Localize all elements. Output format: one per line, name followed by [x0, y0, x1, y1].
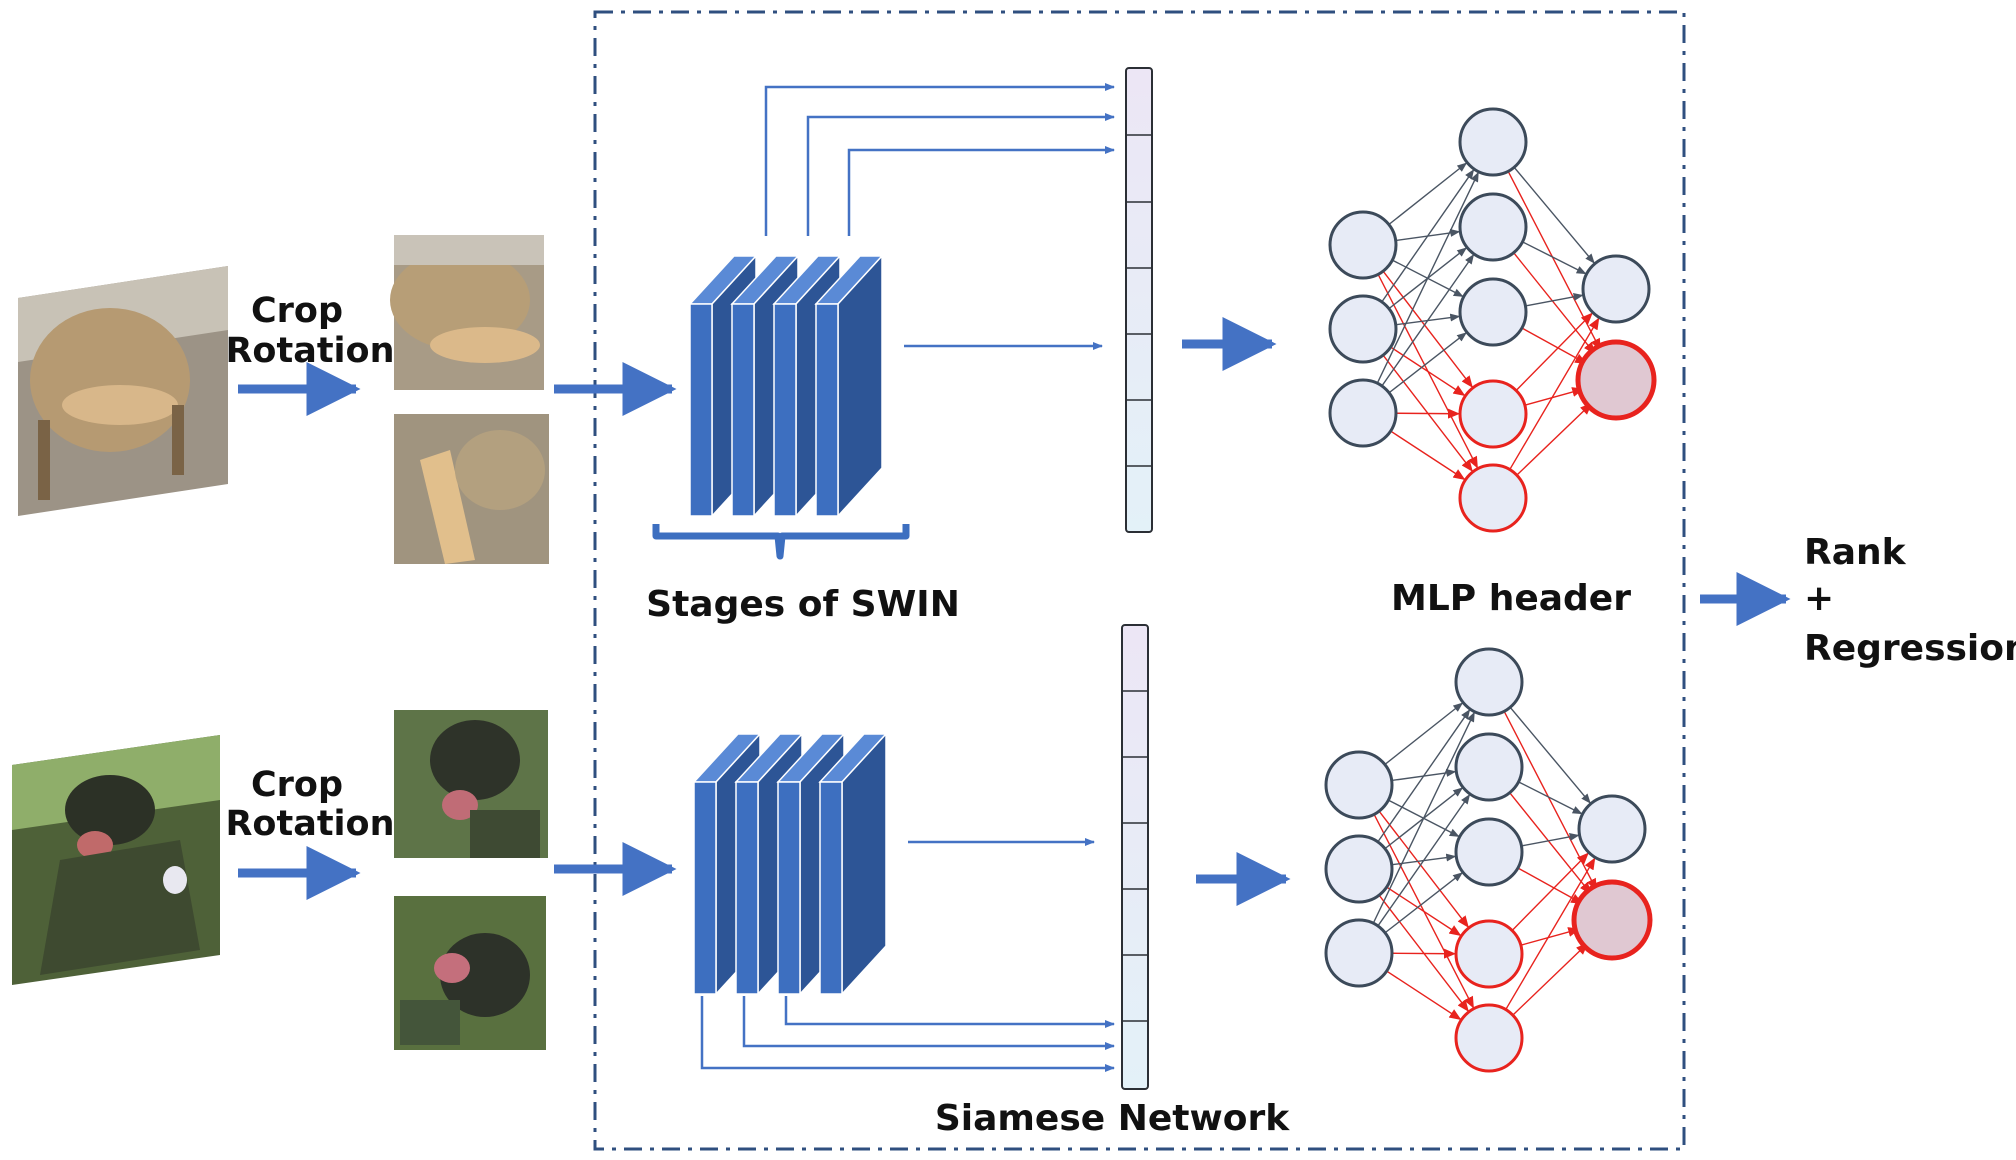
- skip-connector-top-3: [847, 146, 1115, 236]
- mlp-node: [1458, 192, 1528, 262]
- mlp-edge: [1518, 781, 1583, 815]
- mlp-edge-red: [1516, 402, 1593, 476]
- output-regression-label: Regression: [1804, 628, 2016, 669]
- mlp-edge: [1377, 709, 1471, 843]
- skip-connector-top-2: [806, 113, 1115, 236]
- rotation-label-bottom: Rotation: [225, 804, 394, 844]
- mlp-node: [1328, 294, 1398, 364]
- mlp-edge: [1388, 332, 1467, 394]
- bottom-rotation-image: [394, 896, 546, 1050]
- mlp-edge: [1521, 832, 1580, 847]
- mlp-node: [1458, 277, 1528, 347]
- skip-connector-bottom-1: [784, 996, 1115, 1028]
- mlp-node: [1454, 732, 1524, 802]
- mlp-edge: [1372, 711, 1475, 924]
- bottom-crop-image: [394, 710, 548, 858]
- mlp-edge: [1513, 166, 1595, 264]
- mlp-network-bottom: [1324, 647, 1653, 1073]
- mlp-edge: [1525, 292, 1584, 307]
- mlp-edge-red: [1515, 312, 1593, 391]
- mlp-edge-red: [1386, 970, 1462, 1020]
- crop-label-top: Crop: [251, 291, 343, 331]
- mlp-edge-red: [1517, 867, 1584, 905]
- mlp-node: [1581, 254, 1651, 324]
- mlp-edge: [1522, 241, 1587, 275]
- mlp-node-red: [1575, 339, 1657, 421]
- mlp-edge-red: [1513, 252, 1596, 355]
- output-rank-label: Rank: [1804, 532, 1907, 573]
- mlp-edge-red: [1378, 810, 1469, 928]
- mlp-edge-red: [1511, 852, 1589, 931]
- skip-connector-bottom-2: [742, 996, 1115, 1050]
- mlp-edge-red: [1505, 857, 1596, 1010]
- swin-stage-block-4: [814, 254, 884, 518]
- mlp-edge: [1509, 706, 1591, 804]
- crop-label-bottom: Crop: [251, 765, 343, 805]
- mlp-edge-red: [1382, 270, 1473, 388]
- mlp-edge-red: [1512, 942, 1589, 1016]
- mlp-edge-red: [1524, 387, 1585, 406]
- bottom-input-image: [12, 735, 220, 985]
- mlp-edge-red: [1390, 430, 1466, 480]
- mlp-node: [1324, 834, 1394, 904]
- mlp-edge-red: [1509, 792, 1592, 895]
- mlp-edge-red: [1390, 346, 1466, 396]
- swin-stages-bottom: [692, 732, 888, 996]
- top-crop-image: [390, 235, 544, 390]
- rotation-label-top: Rotation: [225, 331, 394, 371]
- siamese-network-label: Siamese Network: [935, 1098, 1290, 1139]
- stages-of-swin-label: Stages of SWIN: [646, 584, 960, 625]
- mlp-node-red: [1458, 463, 1528, 533]
- mlp-node-red: [1454, 919, 1524, 989]
- mlp-edges: [1372, 702, 1598, 1020]
- swin-stages-top: [688, 254, 884, 518]
- feature-vector-top: [1125, 67, 1153, 533]
- mlp-edge: [1388, 162, 1468, 226]
- mlp-network-top: [1328, 107, 1657, 533]
- mlp-node: [1328, 210, 1398, 280]
- mlp-edge-red: [1520, 927, 1581, 946]
- mlp-header-label: MLP header: [1391, 578, 1631, 619]
- mlp-node-red: [1454, 1003, 1524, 1073]
- mlp-edges: [1376, 162, 1602, 480]
- mlp-edge: [1381, 169, 1475, 303]
- mlp-edge: [1376, 171, 1479, 384]
- mlp-node: [1454, 647, 1524, 717]
- top-input-image: [18, 266, 228, 516]
- mlp-edge: [1384, 702, 1464, 766]
- siamese-network-border: [593, 10, 1686, 1151]
- mlp-edge: [1384, 872, 1463, 934]
- mlp-edge-red: [1386, 886, 1462, 936]
- mlp-edge: [1381, 254, 1475, 387]
- output-plus-label: +: [1804, 578, 1834, 619]
- mlp-node: [1577, 794, 1647, 864]
- feature-vector-bottom: [1121, 624, 1149, 1090]
- mlp-node: [1458, 107, 1528, 177]
- skip-connector-top-1: [764, 83, 1115, 236]
- mlp-edge-red: [1521, 327, 1588, 365]
- stages-brace: [652, 524, 910, 560]
- mlp-node: [1328, 378, 1398, 448]
- mlp-node: [1454, 817, 1524, 887]
- mlp-node: [1324, 750, 1394, 820]
- top-rotation-image: [394, 414, 549, 564]
- swin-stage-block-4: [818, 732, 888, 996]
- mlp-node-red: [1458, 379, 1528, 449]
- mlp-node: [1324, 918, 1394, 988]
- skip-connector-bottom-3: [700, 996, 1115, 1072]
- mlp-edge-red: [1509, 317, 1600, 470]
- mlp-node-red: [1571, 879, 1653, 961]
- mlp-edge: [1377, 794, 1471, 927]
